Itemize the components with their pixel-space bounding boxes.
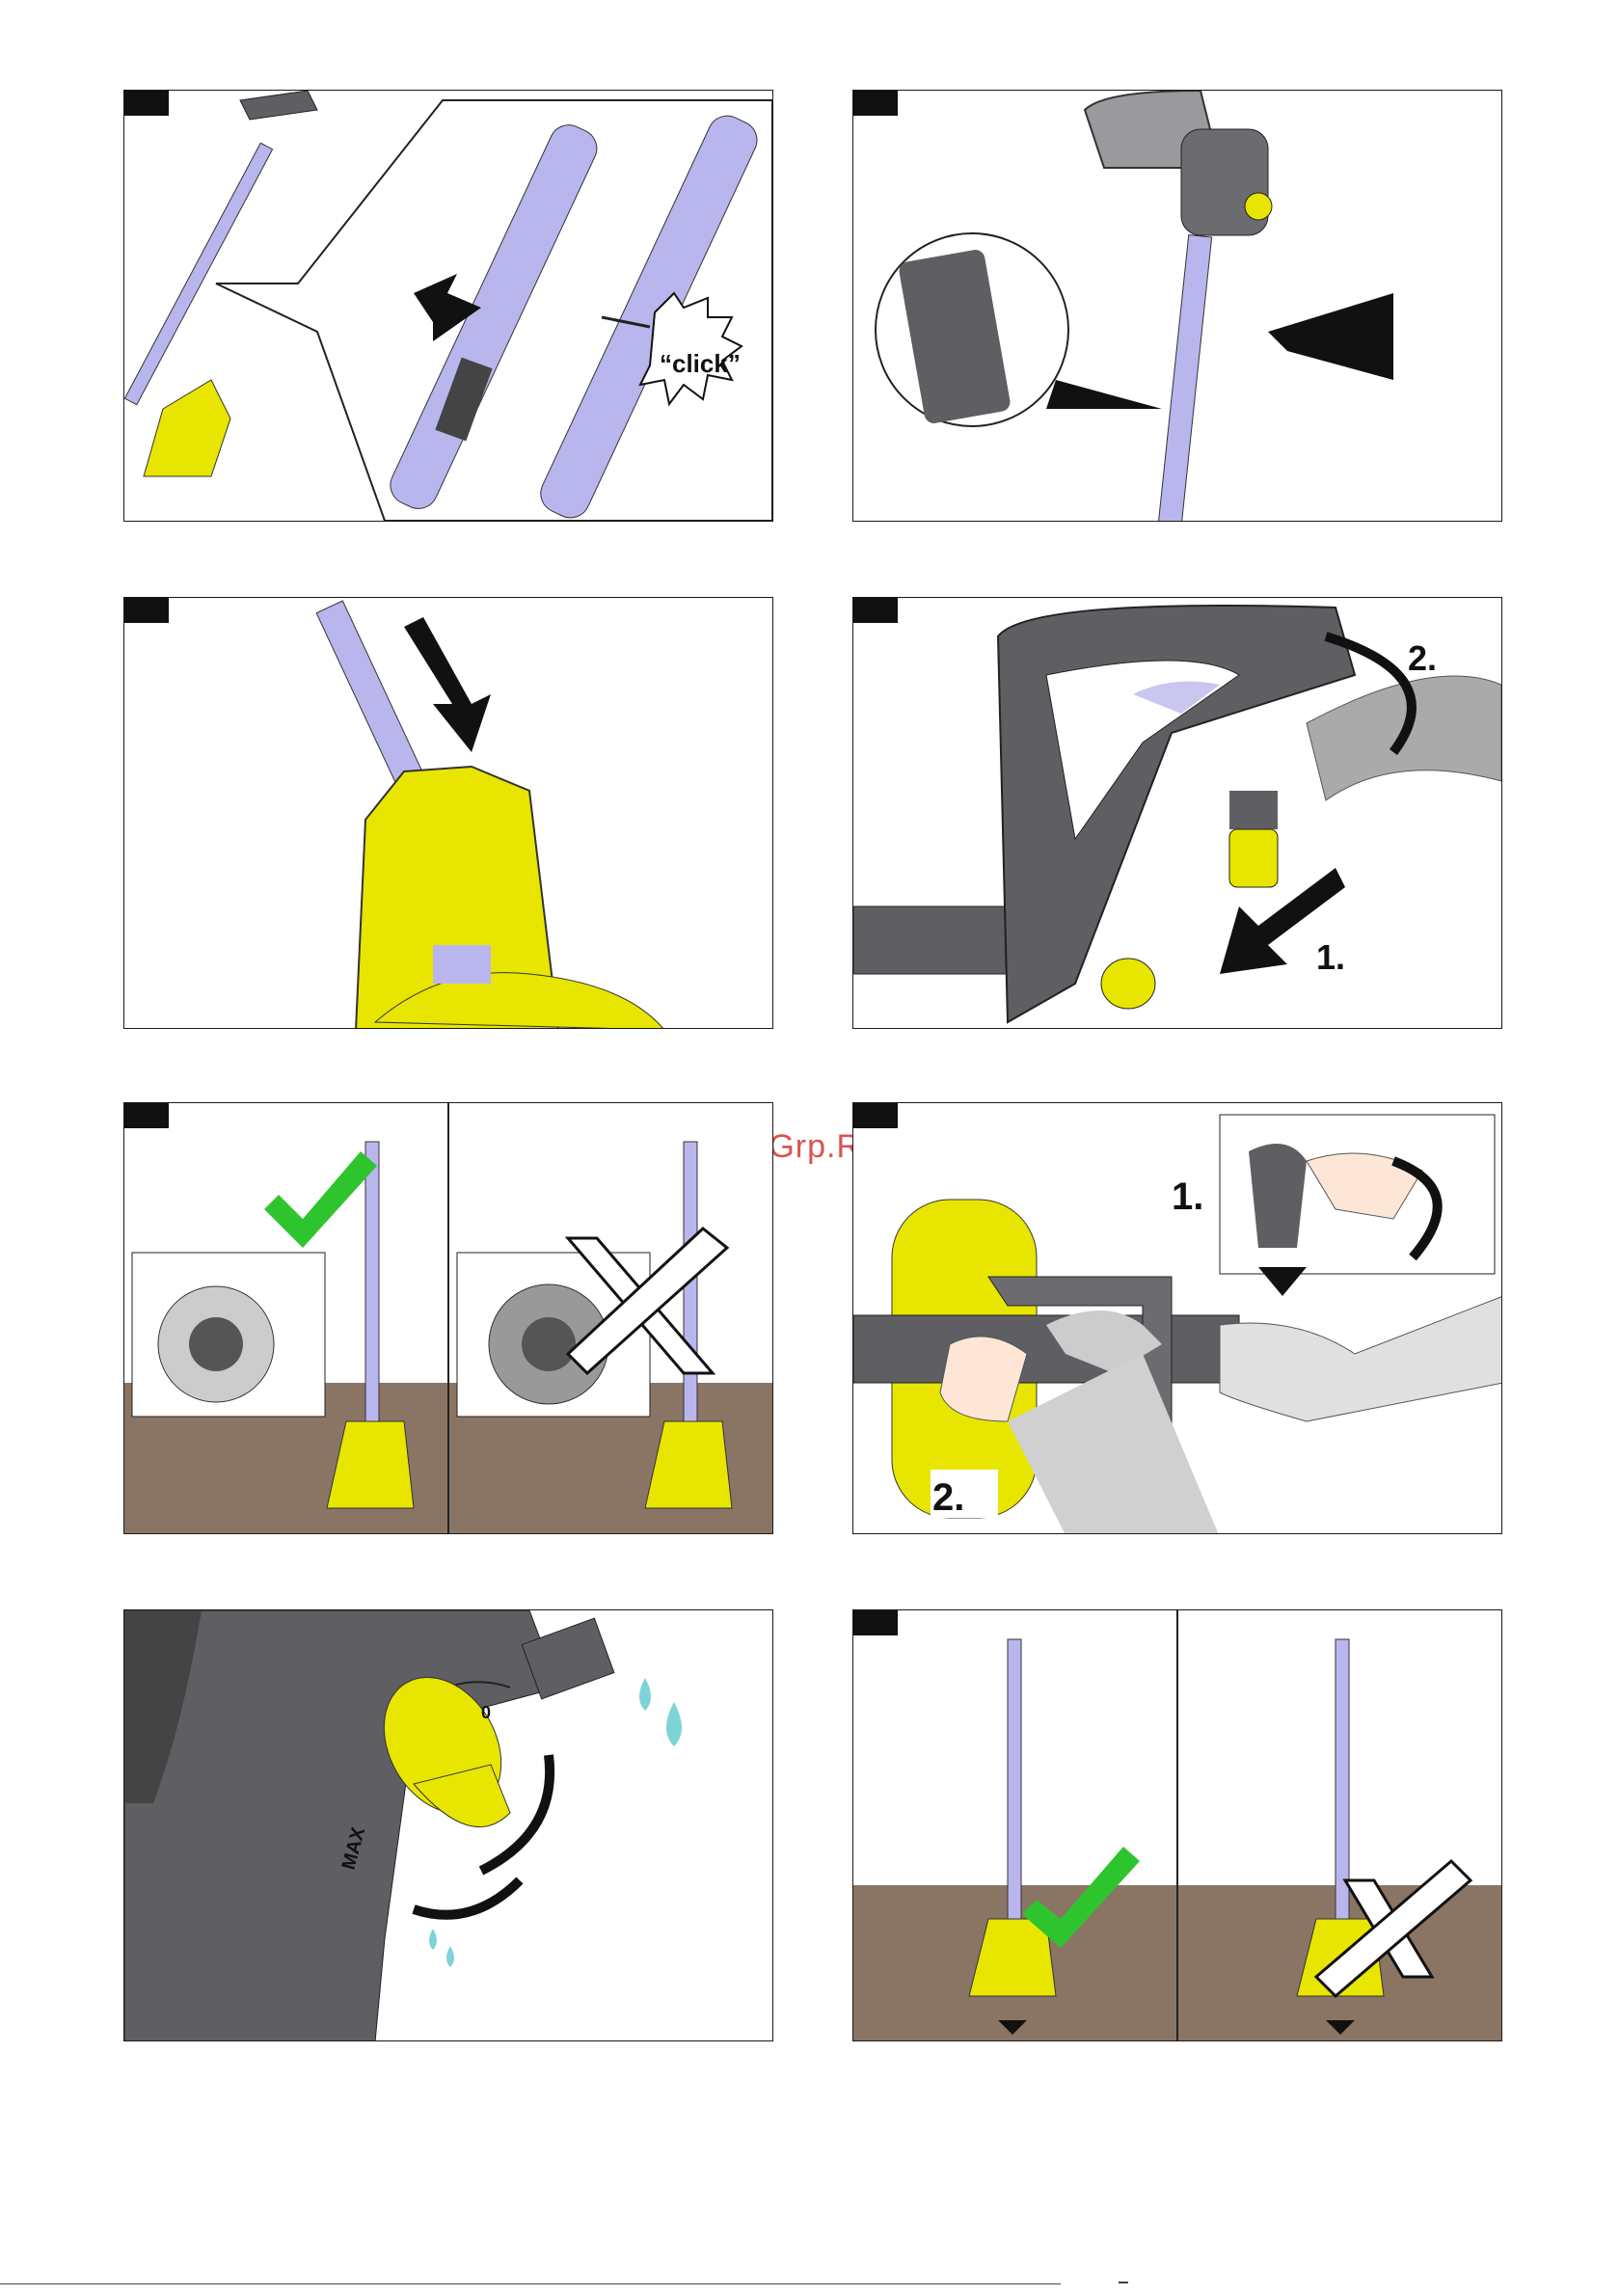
figure-panel-5 <box>123 1102 773 1534</box>
figure-panel-2 <box>852 90 1502 522</box>
step-1-label: 1. <box>1316 937 1345 977</box>
figure-panel-6: 1. 2. <box>852 1102 1502 1534</box>
water-dial-illustration: MAX 0 <box>124 1610 773 2041</box>
figure-panel-1: “click” <box>123 90 773 522</box>
tube-insert-illustration <box>124 598 773 1029</box>
click-callout: “click” <box>660 349 741 378</box>
handle-grip-illustration: 1. 2. <box>853 1103 1502 1534</box>
footer-rule <box>0 2283 1061 2284</box>
step-2-label: 2. <box>1408 638 1437 678</box>
assembly-click-illustration: “click” <box>124 91 773 522</box>
handle-lock-illustration <box>853 91 1502 522</box>
step-1-label: 1. <box>1172 1175 1203 1218</box>
figure-panel-8 <box>852 1609 1502 2041</box>
figure-panel-3 <box>123 597 773 1029</box>
figure-panel-4: 1. 2. <box>852 597 1502 1029</box>
correct-use-illustration <box>853 1610 1502 2041</box>
brush-wear-illustration <box>124 1103 773 1534</box>
step-2-label: 2. <box>932 1476 964 1519</box>
zero-label: 0 <box>481 1703 491 1722</box>
footer-mark <box>1119 2282 1128 2283</box>
figure-panel-7: MAX 0 <box>123 1609 773 2041</box>
hose-connect-illustration: 1. 2. <box>853 598 1502 1029</box>
